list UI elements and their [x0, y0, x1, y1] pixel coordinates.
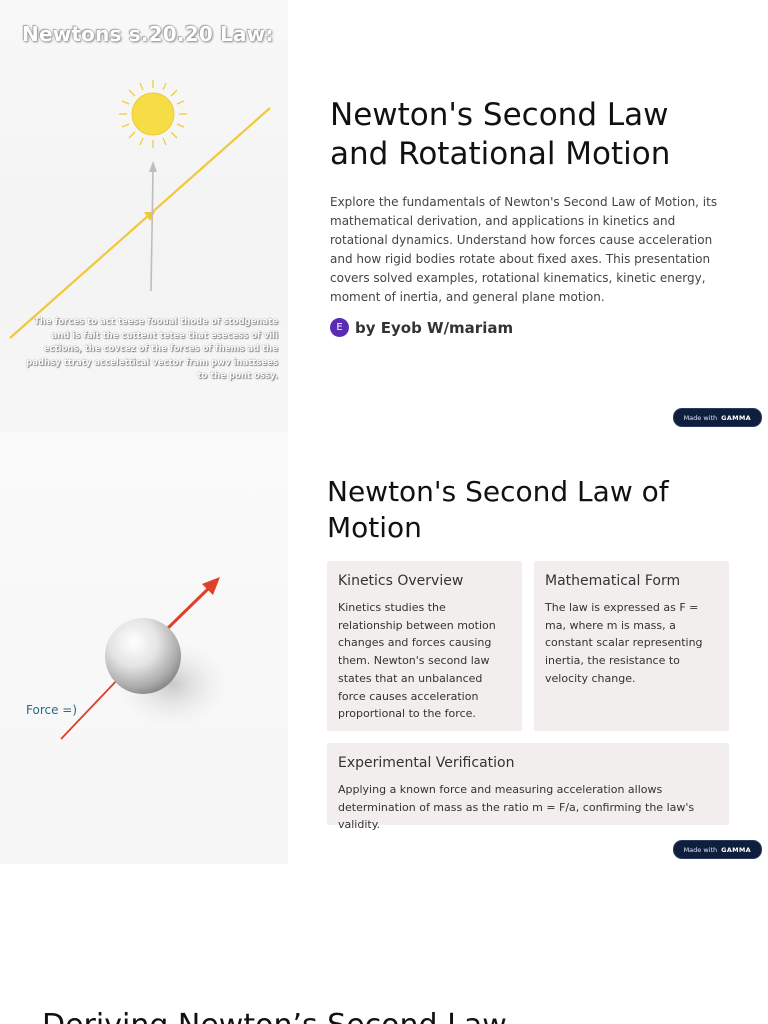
made-with-gamma-badge[interactable]: Made with GAMMA — [672, 840, 762, 859]
illustration-title: Newtons s.20.20 Law: — [22, 22, 274, 46]
sun-force-diagram — [9, 80, 271, 339]
card-mathematical-form: Mathematical Form The law is expressed a… — [534, 561, 729, 731]
card-experimental-verification: Experimental Verification Applying a kno… — [327, 743, 729, 831]
avatar: E — [330, 318, 349, 337]
section-title: Deriving Newton’s Second Law — [42, 1008, 507, 1024]
card-kinetics-overview: Kinetics Overview Kinetics studies the r… — [327, 561, 522, 731]
cover-illustration: Newtons s.20.20 Law: The forces to act t… — [0, 0, 288, 432]
force-line — [60, 676, 121, 740]
gamma-logo: GAMMA — [721, 845, 751, 854]
slide-1: Newtons s.20.20 Law: The forces to act t… — [0, 0, 768, 432]
illustration-caption: The forces to act teese fooual thode of … — [26, 317, 278, 381]
card-body: Kinetics studies the relationship betwee… — [338, 601, 496, 721]
slide-3: Deriving Newton’s Second Law — [0, 864, 768, 1024]
made-with-gamma-badge[interactable]: Made with GAMMA — [672, 408, 762, 427]
sun-icon — [119, 80, 187, 148]
card-title: Mathematical Form — [545, 573, 681, 589]
slide-2: Force =) Newton's Second Law of Motion K… — [0, 432, 768, 864]
presentation-description: Explore the fundamentals of Newton's Sec… — [330, 195, 718, 304]
force-arrow-icon — [166, 577, 220, 630]
section-title: Newton's Second Law of Motion — [327, 475, 669, 544]
card-body: The law is expressed as F = ma, where m … — [545, 601, 703, 685]
gamma-logo: GAMMA — [721, 413, 751, 422]
ball — [105, 618, 181, 694]
card-title: Kinetics Overview — [338, 573, 464, 589]
badge-text: Made with — [683, 845, 718, 854]
line-arrow-marker — [144, 212, 155, 221]
author-line: E by Eyob W/mariam — [330, 318, 513, 337]
ball-force-diagram — [60, 577, 228, 740]
force-arrow-icon — [149, 161, 157, 292]
card-body: Applying a known force and measuring acc… — [338, 783, 695, 832]
badge-text: Made with — [683, 413, 718, 422]
force-illustration: Force =) — [0, 432, 288, 864]
force-label: Force =) — [26, 703, 78, 717]
card-title: Experimental Verification — [338, 755, 515, 771]
page-title: Newton's Second Law and Rotational Motio… — [330, 97, 671, 172]
incline-line — [9, 107, 271, 339]
author-name: by Eyob W/mariam — [355, 318, 514, 337]
